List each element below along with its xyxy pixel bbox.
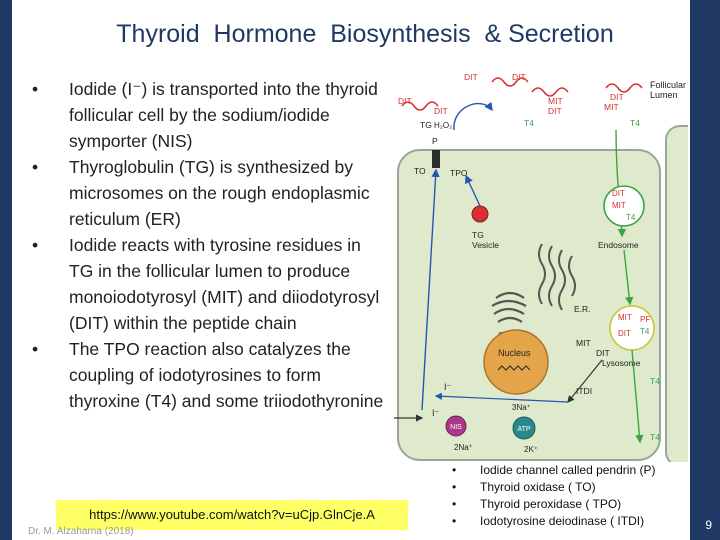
endosome (603, 185, 645, 227)
atp-label: ATP (517, 426, 530, 433)
deiodination-arrow (434, 392, 569, 403)
lysosome-dit: DIT (618, 329, 631, 338)
lysosome-label: Lysosome (602, 358, 641, 368)
t4-label: T4 (524, 118, 534, 128)
nucleus-label: Nucleus (498, 348, 531, 358)
tg-vesicle (471, 205, 489, 223)
endosome-mit: MIT (612, 201, 626, 210)
to-label: TO (414, 166, 426, 176)
bullet-list: Iodide (I⁻) is transported into the thyr… (26, 76, 386, 414)
pendrin-label: P (432, 136, 438, 146)
left-accent-bar (0, 0, 12, 540)
iodide-transport-arrow (421, 168, 440, 411)
lysosome-pf: PF (640, 315, 650, 324)
dit-label: DIT (464, 72, 478, 82)
potassium-label: 2K⁺ (524, 445, 538, 454)
legend-item: Iodotyrosine deiodinase ( ITDI) (452, 513, 688, 530)
dit-squiggle (401, 101, 439, 111)
tg-vesicle-label: TG (472, 230, 484, 240)
pendrin-channel (432, 150, 440, 168)
mit-label: MIT (604, 102, 619, 112)
legend-item: Thyroid oxidase ( TO) (452, 479, 688, 496)
released-dit: DIT (596, 348, 610, 358)
bullet-item: Thyroglobulin (TG) is synthesized by mic… (26, 154, 386, 232)
atp-pump (512, 416, 536, 440)
nis-label: NIS (450, 424, 462, 431)
chromatin (497, 365, 531, 371)
video-link[interactable]: https://www.youtube.com/watch?v=uCjp.Gln… (56, 500, 408, 530)
secreted-t4: T4 (650, 432, 660, 442)
mit-squiggle (531, 87, 569, 97)
released-mit: MIT (576, 338, 591, 348)
dit-squiggle (491, 77, 529, 87)
legend-item: Iodide channel called pendrin (P) (452, 462, 688, 479)
h2o2-label: H₂O₂ (434, 121, 452, 130)
endosome-label: Endosome (598, 240, 639, 250)
tpo-label: TPO (450, 168, 468, 178)
nis-symporter (445, 415, 467, 437)
er-label: E.R. (574, 304, 591, 314)
lysosome-t4: T4 (640, 327, 650, 336)
legend-item: Thyroid peroxidase ( TPO) (452, 496, 688, 513)
follicular-cell (397, 149, 661, 461)
page-number: 9 (705, 518, 712, 532)
right-accent-bar (690, 0, 720, 540)
mit-label: MIT (548, 96, 563, 106)
tg-vesicle-label: Vesicle (472, 240, 499, 250)
endosome-dit: DIT (612, 189, 625, 198)
t4-secretion-arrow (631, 349, 644, 444)
endosome-t4: T4 (626, 213, 636, 222)
coupling-arrow (453, 101, 493, 131)
nucleus (483, 329, 549, 395)
bullet-item: The TPO reaction also catalyzes the coup… (26, 336, 386, 414)
golgi (491, 291, 527, 323)
bullet-item: Iodide (I⁻) is transported into the thyr… (26, 76, 386, 154)
author-footer: Dr. M. Alzaharna (2018) (28, 526, 134, 537)
dit-label: DIT (512, 72, 526, 82)
vesicle-arrow (465, 174, 481, 207)
t4-label: T4 (630, 118, 640, 128)
dit-squiggle (605, 83, 643, 93)
slide-title: Thyroid Hormone Biosynthesis & Secretion (116, 20, 614, 48)
dit-label: DIT (398, 96, 412, 106)
endosome-to-lysosome-arrow (623, 249, 634, 306)
itdi-label: ITDI (576, 386, 592, 396)
enzyme-legend: Iodide channel called pendrin (P) Thyroi… (452, 462, 688, 530)
secreted-t4: T4 (650, 376, 660, 386)
neighbor-cell-right (665, 125, 688, 462)
lysosome-mit: MIT (618, 313, 632, 322)
dit-label: DIT (548, 106, 562, 116)
tg-label: TG (420, 120, 432, 130)
iodide-label: I⁻ (444, 382, 452, 392)
recycle-arrow (567, 359, 603, 403)
dit-label: DIT (610, 92, 624, 102)
sodium-out-label: 3Na⁺ (512, 403, 531, 412)
iodide-in-label: I⁻ (432, 408, 440, 418)
bullet-item: Iodide reacts with tyrosine residues in … (26, 232, 386, 336)
endoplasmic-reticulum (538, 243, 576, 311)
sodium-in-label: 2Na⁺ (454, 443, 473, 452)
dit-label: DIT (434, 106, 448, 116)
